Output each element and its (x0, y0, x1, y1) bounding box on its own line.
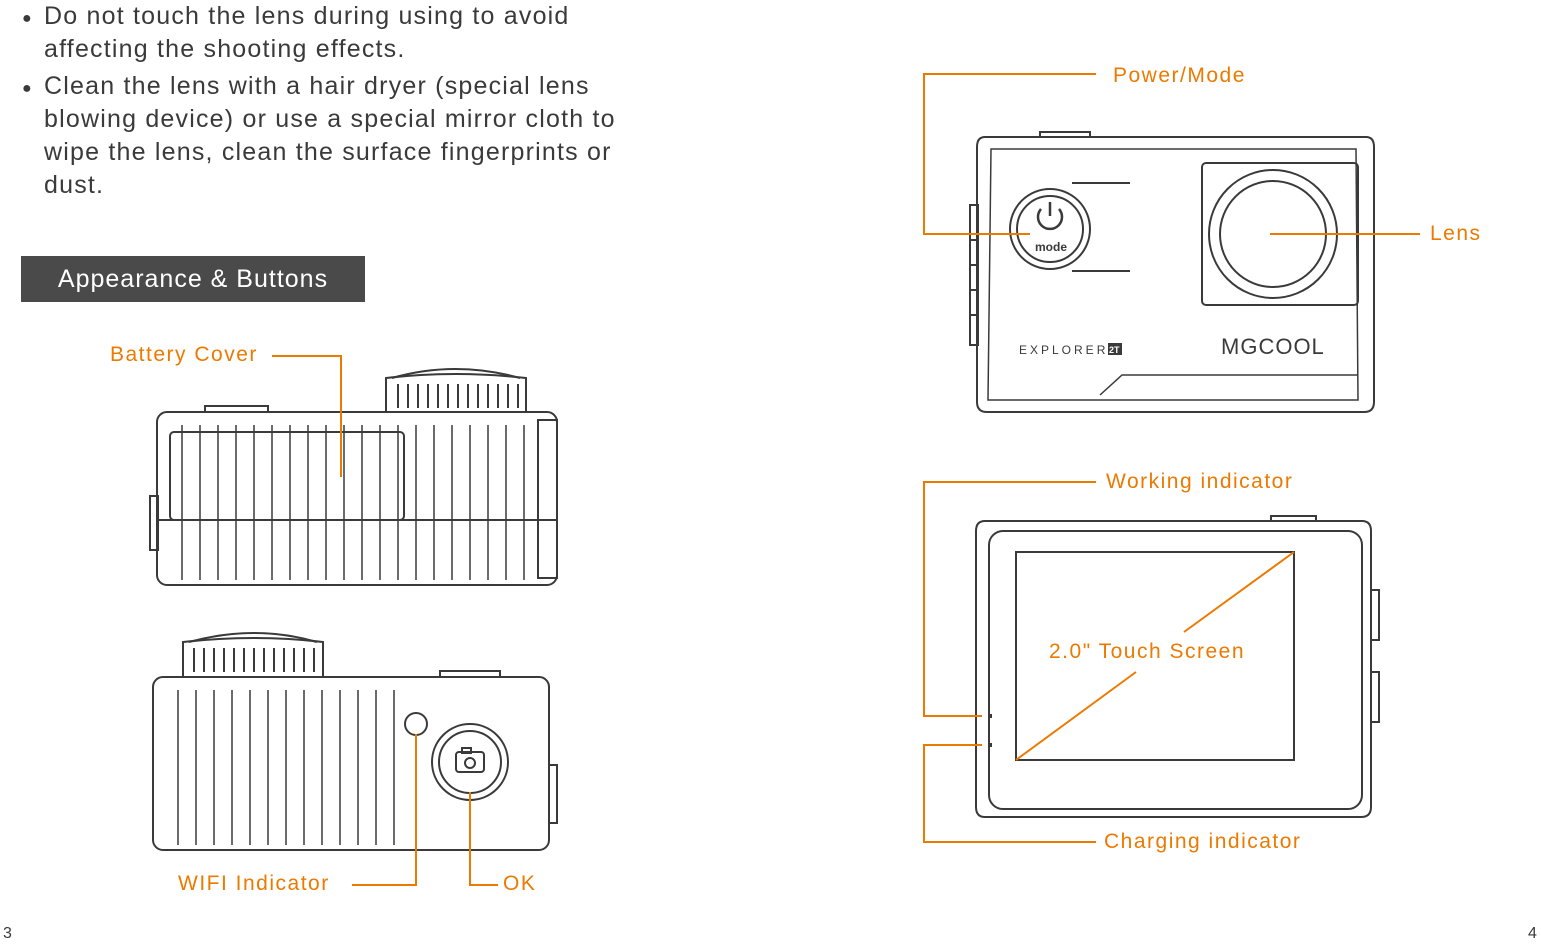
bullet-icon: ● (22, 80, 33, 97)
note-line: affecting the shooting effects. (44, 35, 406, 63)
callout-ok: OK (503, 872, 537, 895)
battery-cover-leader (272, 355, 342, 477)
brand-logo: MGCOOL (1221, 334, 1325, 359)
bullet-icon: ● (22, 10, 33, 27)
camera-side-view-top (149, 368, 558, 586)
note-line: wipe the lens, clean the surface fingerp… (44, 138, 612, 166)
note-line: Do not touch the lens during using to av… (44, 2, 570, 30)
note-lens-clean: ● Clean the lens with a hair dryer (spec… (22, 70, 616, 202)
camera-front-view (969, 131, 1375, 413)
wifi-indicator-leader (352, 734, 417, 886)
callout-working-indicator: Working indicator (1106, 470, 1294, 493)
model-label: EXPLORER (1019, 343, 1108, 357)
callout-wifi-indicator: WIFI Indicator (178, 872, 330, 895)
note-line: blowing device) or use a special mirror … (44, 105, 616, 133)
ok-leader (469, 792, 498, 886)
charging-indicator-leader (923, 744, 1096, 843)
section-header-appearance: Appearance & Buttons (21, 256, 365, 302)
model-badge: 2T (1109, 345, 1120, 355)
touch-screen-leader-upper (1183, 551, 1295, 633)
mode-label: mode (1035, 240, 1067, 254)
callout-lens: Lens (1430, 222, 1482, 245)
page-number-right: 4 (1528, 925, 1537, 942)
note-line: dust. (44, 171, 105, 199)
working-indicator-leader (923, 481, 1096, 717)
touch-screen-leader-lower (1015, 671, 1137, 761)
camera-side-view-bottom (152, 632, 558, 851)
callout-power-mode: Power/Mode (1113, 64, 1246, 87)
callout-battery-cover: Battery Cover (110, 343, 258, 366)
note-lens-touch: ● Do not touch the lens during using to … (22, 0, 570, 66)
page-number-left: 3 (3, 925, 12, 942)
callout-charging-indicator: Charging indicator (1104, 830, 1302, 853)
power-mode-leader (923, 73, 1096, 235)
camera-back-view (975, 515, 1380, 818)
callout-touch-screen: 2.0" Touch Screen (1047, 640, 1248, 664)
note-line: Clean the lens with a hair dryer (specia… (44, 72, 590, 100)
